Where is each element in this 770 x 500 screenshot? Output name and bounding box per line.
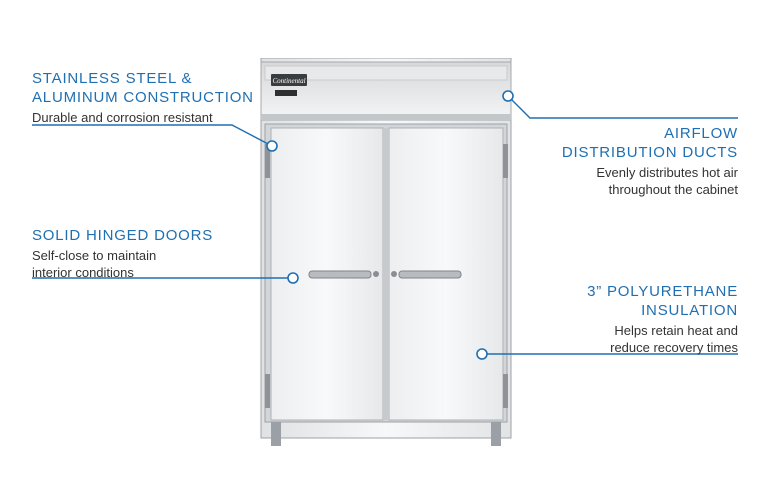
brand-badge-text: Continental: [272, 77, 305, 85]
leader-line-airflow: [507, 95, 738, 119]
callout-description: Durable and corrosion resistant: [32, 110, 213, 125]
leader-line-construction: [32, 124, 273, 147]
callout-title: ALUMINUM CONSTRUCTION: [32, 89, 254, 106]
center-mullion: [383, 128, 389, 420]
callout-doors: SOLID HINGED DOORS Self-close to maintai…: [32, 226, 213, 281]
callout-description: reduce recovery times: [610, 340, 738, 355]
brand-badge: [271, 74, 307, 86]
callout-title: INSULATION: [641, 302, 738, 319]
hinge-top-right: [503, 144, 508, 178]
top-trim: [261, 114, 511, 120]
callout-title: AIRFLOW: [664, 125, 738, 142]
callout-description: throughout the cabinet: [608, 182, 738, 197]
callout-description: Evenly distributes hot air: [596, 165, 738, 180]
callout-title: SOLID HINGED DOORS: [32, 227, 214, 244]
left-door-handle: [308, 270, 372, 279]
hinge-bottom-left: [265, 374, 270, 408]
callout-dot-airflow: [502, 90, 514, 102]
right-door-handle: [398, 270, 462, 279]
hinge-top-left: [265, 144, 270, 178]
leg-left: [271, 422, 281, 446]
callout-dot-doors: [287, 272, 299, 284]
callout-title: STAINLESS STEEL &: [32, 70, 193, 87]
callout-title: 3” POLYURETHANE: [587, 283, 738, 300]
control-display: [275, 90, 297, 96]
callout-description: interior conditions: [32, 265, 134, 280]
hinge-bottom-right: [503, 374, 508, 408]
leg-right: [491, 422, 501, 446]
callout-description: Helps retain heat and: [614, 323, 738, 338]
callout-dot-construction: [266, 140, 278, 152]
latch-left: [373, 271, 379, 277]
callout-title: DISTRIBUTION DUCTS: [561, 144, 738, 161]
top-vent-strip: [264, 65, 508, 81]
latch-right: [391, 271, 397, 277]
callout-description: Self-close to maintain: [32, 248, 157, 263]
cabinet-illustration: Continental: [260, 58, 512, 446]
callout-construction: STAINLESS STEEL & ALUMINUM CONSTRUCTION …: [32, 69, 254, 126]
callout-airflow: AIRFLOW DISTRIBUTION DUCTS Evenly distri…: [562, 124, 738, 198]
callout-insulation: 3” POLYURETHANE INSULATION Helps retain …: [587, 282, 738, 356]
callout-dot-insulation: [476, 348, 488, 360]
